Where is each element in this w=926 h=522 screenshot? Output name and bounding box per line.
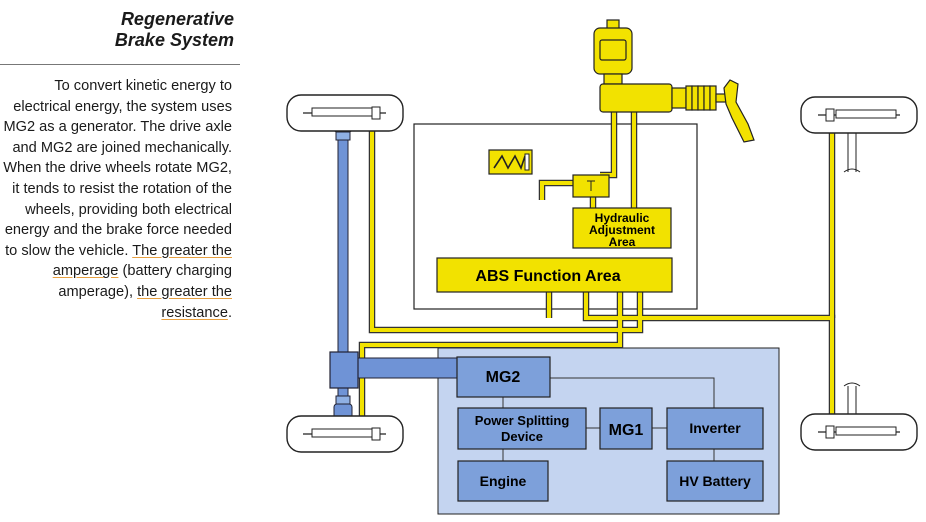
hv-battery-label: HV Battery: [679, 473, 751, 489]
mg1-label: MG1: [609, 422, 644, 439]
description-text-1: To convert kinetic energy to electrical …: [3, 78, 232, 259]
description-paragraph: To convert kinetic energy to electrical …: [0, 76, 232, 323]
abs-function-label: ABS Function Area: [475, 268, 620, 285]
inverter-box: [666, 407, 764, 450]
inverter-label: Inverter: [689, 420, 741, 436]
hydraulic-label-1: Hydraulic: [595, 211, 650, 225]
engine-label: Engine: [480, 473, 527, 489]
highlight-amperage: The greater the amperage: [52, 242, 232, 280]
hybrid-wiring: [502, 377, 715, 461]
highlight-resistance: the greater the resistance: [137, 283, 232, 321]
description-text-2: (battery charging amperage),: [58, 263, 232, 300]
hydraulic-adjustment-box: [572, 207, 672, 249]
psd-label-1: Power Splitting: [475, 413, 570, 428]
mg2-label: MG2: [486, 369, 521, 386]
valve-block: [572, 174, 610, 198]
engine-box: [457, 460, 549, 502]
power-splitting-device-box: [457, 407, 587, 450]
title-line-1: Regenerative: [120, 9, 234, 29]
title-divider: [0, 64, 240, 65]
hydraulic-label-3: Area: [609, 235, 636, 249]
sidebar: Regenerative Brake System To convert kin…: [0, 0, 240, 522]
mg2-box: [456, 356, 551, 398]
description-text-3: .: [227, 304, 232, 321]
wheel-rear-right: [800, 413, 918, 451]
title-line-2: Brake System: [114, 30, 234, 50]
wheel-front-right: [800, 96, 918, 134]
hv-battery-box: [666, 460, 764, 502]
mg1-box: [599, 407, 653, 450]
wheel-rear-left: [286, 415, 404, 453]
wheel-front-left: [286, 94, 404, 132]
psd-label-2: Device: [501, 429, 543, 444]
right-axle: [843, 133, 861, 414]
abs-function-box: [436, 257, 673, 293]
master-cylinder: [593, 19, 755, 143]
hydraulic-label-2: Adjustment: [589, 223, 655, 237]
stroke-simulator-icon: [488, 149, 533, 175]
section-title: Regenerative Brake System: [0, 9, 234, 51]
